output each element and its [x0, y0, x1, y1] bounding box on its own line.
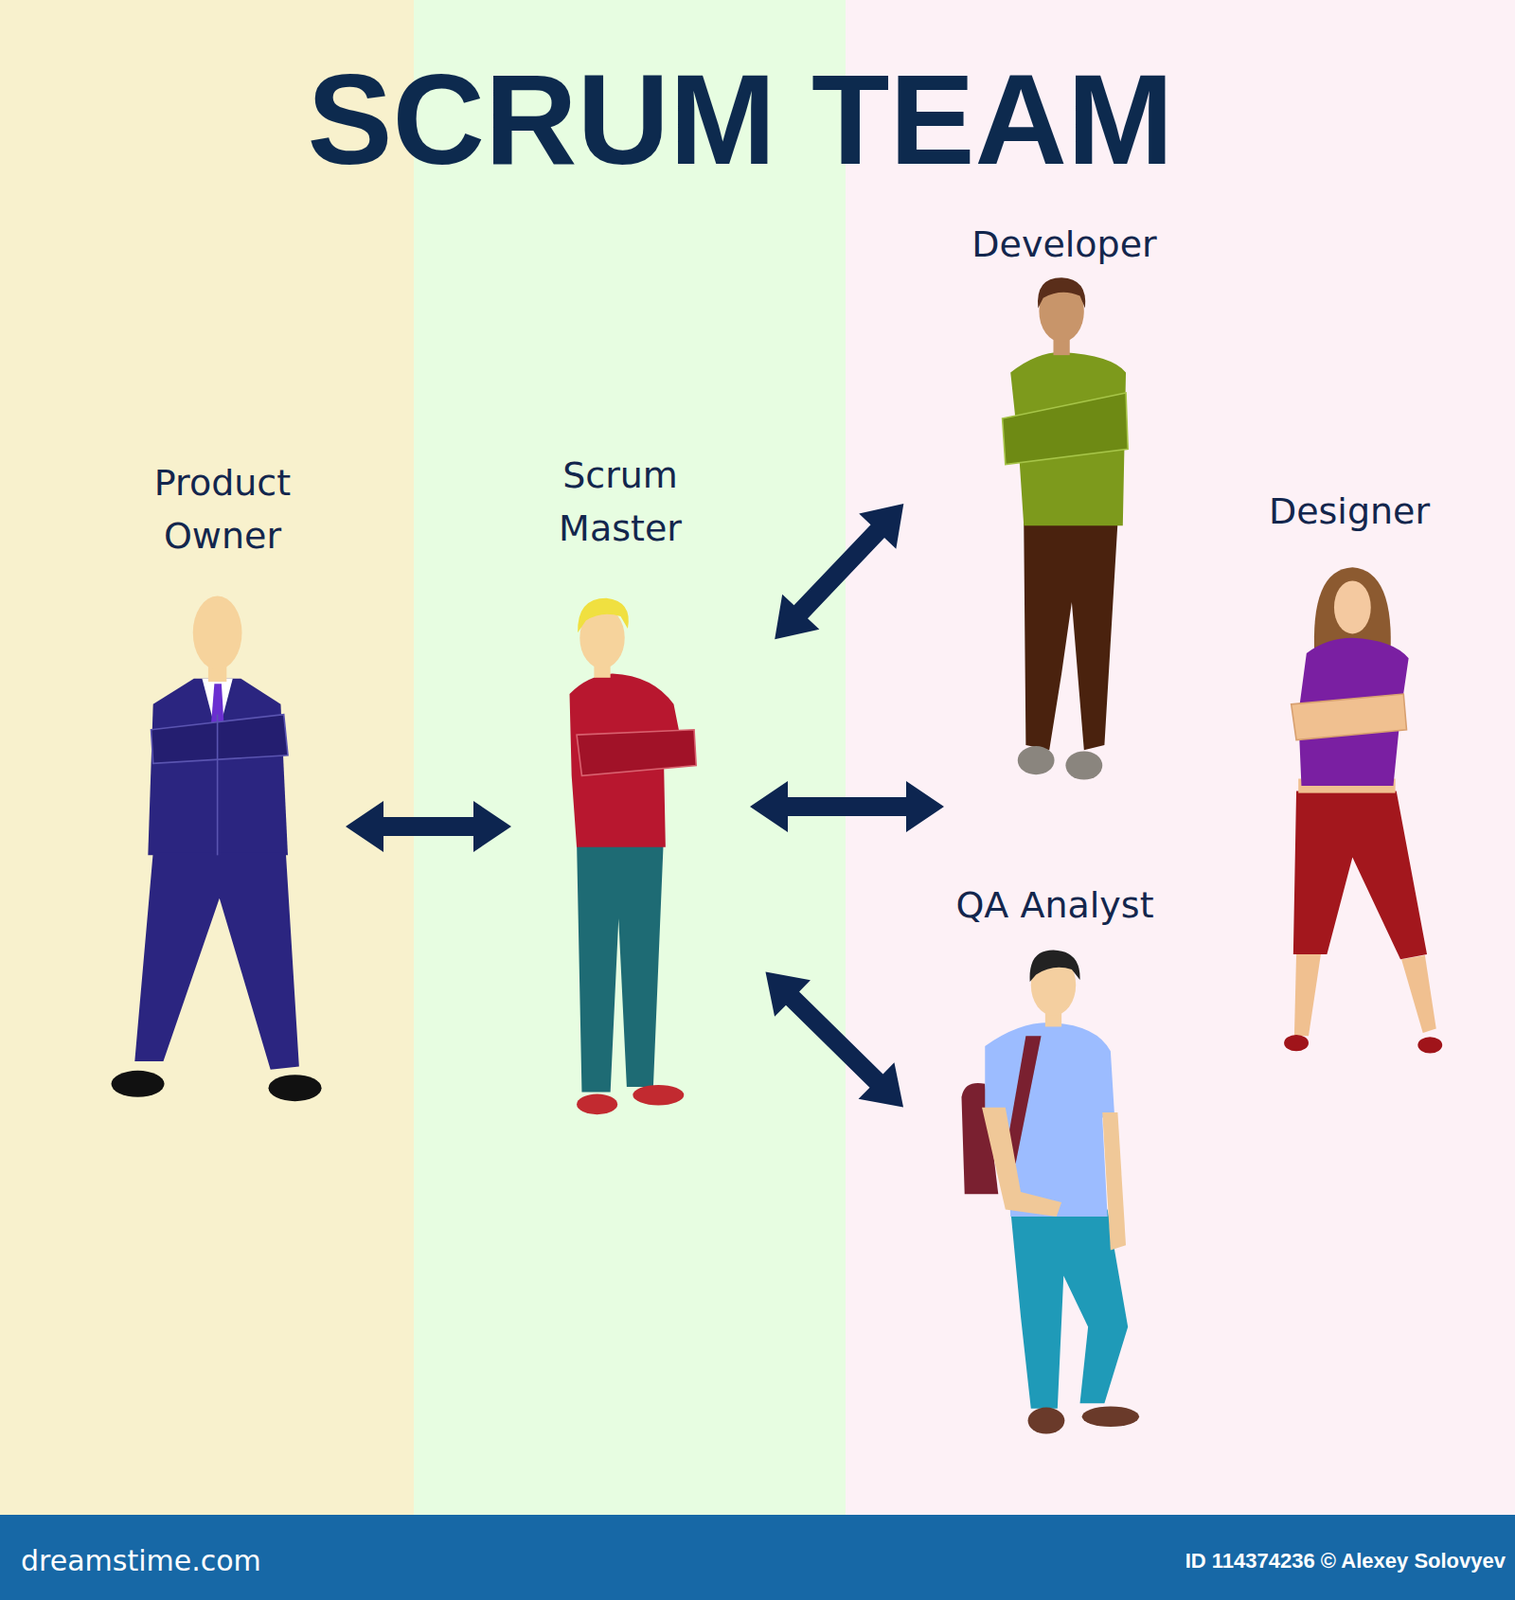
figure-shape: [1065, 750, 1103, 780]
double-arrow: [774, 503, 904, 640]
role-node: QA Analyst: [931, 871, 1178, 1449]
figure-shape: [151, 714, 288, 765]
figure-shape: [577, 598, 629, 634]
figure-shape: [1283, 1034, 1309, 1052]
figure-shape: [1002, 392, 1129, 464]
middle-band: [413, 0, 846, 1515]
figure-shape: [1417, 1036, 1443, 1053]
figure-shape: [134, 852, 300, 1070]
role-node: Product Owner: [104, 448, 341, 1122]
scrum-master-figure: [570, 598, 697, 1115]
figure-shape: [576, 730, 696, 777]
left-band: [0, 0, 414, 1515]
title: SCRUM TEAM: [295, 49, 1186, 192]
figure-shape: [111, 1070, 165, 1098]
figure-shape: [1401, 955, 1437, 1034]
designer-figure: [1283, 567, 1443, 1053]
double-arrow: [749, 781, 945, 833]
developer-figure: [1002, 277, 1129, 780]
figure-shape: [981, 1107, 1062, 1217]
figures: [111, 277, 1444, 1434]
figure-shape: [1082, 1406, 1140, 1427]
product-owner-figure: [111, 596, 322, 1103]
footer-text: ID 114374236 © Alexey Solovyev: [1185, 1549, 1506, 1574]
role-label: QA Analyst: [941, 878, 1169, 932]
role-node: Designer: [1254, 477, 1444, 1065]
double-arrow: [345, 801, 512, 853]
right-band: [845, 0, 1515, 1515]
figure-shape: [1023, 522, 1118, 750]
figure-shape: [268, 1074, 322, 1102]
double-arrow: [765, 971, 904, 1107]
role-label: Developer: [969, 217, 1159, 271]
figure-shape: [1334, 580, 1372, 634]
figure-shape: [1293, 790, 1427, 960]
figure-shape: [576, 841, 664, 1092]
figure-shape: [632, 1085, 684, 1106]
footer-bar: [0, 1515, 1515, 1600]
role-label: Product Owner: [123, 456, 322, 563]
figure-shape: [193, 596, 243, 671]
role-label: Scrum Master: [539, 448, 701, 555]
figure-shape: [1017, 746, 1055, 775]
footer-text: dreamstime.com: [20, 1544, 262, 1578]
figure-shape: [1037, 277, 1086, 308]
figure-shape: [1291, 694, 1408, 741]
qa-analyst-figure: [961, 950, 1140, 1435]
role-node: Scrum Master: [530, 441, 711, 1133]
figure-shape: [147, 678, 288, 856]
figure-shape: [1028, 1408, 1066, 1435]
figure-shape: [576, 1094, 618, 1116]
role-label: Designer: [1264, 484, 1435, 538]
figure-shape: [216, 714, 219, 856]
figure-shape: [1294, 954, 1321, 1036]
figure-shape: [1030, 950, 1081, 982]
role-node: Developer: [960, 210, 1168, 790]
figure-shape: [1102, 1112, 1126, 1251]
